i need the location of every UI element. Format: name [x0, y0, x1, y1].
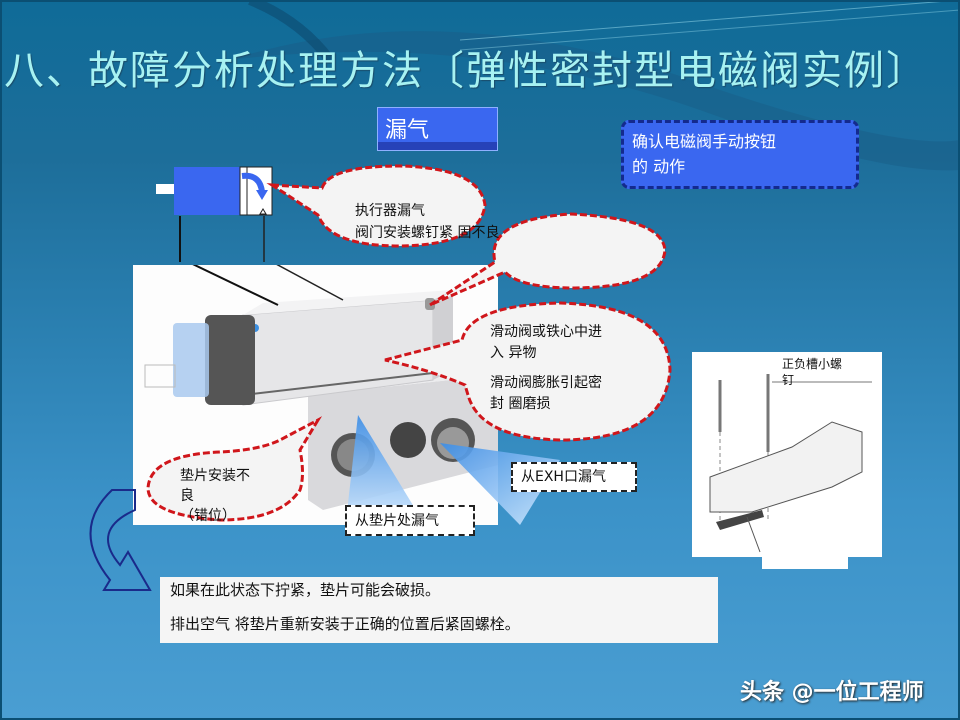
exploded-view-illustration	[709, 374, 872, 553]
callout-slide-line-1: 滑动阀或铁心中进	[490, 324, 602, 340]
screw-label: 正负槽小螺 钉	[782, 356, 862, 388]
watermark: 头条 @一位工程师	[740, 680, 924, 705]
confirm-line-1: 确认电磁阀手动按钮	[632, 132, 777, 151]
section-label-leak: 漏气	[377, 107, 498, 151]
callout-slide-valve: 滑动阀或铁心中进 入 异物 滑动阀膨胀引起密 封 圈磨损	[490, 322, 602, 415]
callout-gasket-misalignment: 垫片安装不 良 （错位）	[180, 466, 250, 526]
callout-gasket-line-2: 良	[180, 488, 194, 504]
exh-leak-note: 从EXH口漏气	[511, 462, 637, 492]
confirm-manual-button-note: 确认电磁阀手动按钮 的 动作	[621, 120, 859, 189]
callout-gasket-line-1: 垫片安装不	[180, 468, 250, 484]
screw-label-line-2: 钉	[782, 373, 795, 387]
section-label-text: 漏气	[385, 118, 430, 143]
callout-actuator-leak: 执行器漏气 阀门安装螺钉紧 固不良	[355, 200, 499, 244]
screw-label-line-1: 正负槽小螺	[782, 357, 843, 371]
callout-actuator-line-2: 阀门安装螺钉紧 固不良	[355, 225, 500, 241]
callout-gasket-line-3: （错位）	[180, 508, 236, 524]
callout-slide-line-4: 封 圈磨损	[490, 396, 551, 412]
callout-slide-line-3: 滑动阀膨胀引起密	[490, 375, 602, 391]
exploded-assembly-diagram: 正负槽小螺 钉	[692, 352, 882, 557]
bottom-line-2: 排出空气 将垫片重新安装于正确的位置后紧固螺栓。	[170, 615, 520, 633]
callout-slide-line-2: 入 异物	[490, 345, 537, 361]
label-underline	[378, 142, 497, 150]
actuator-symbol-icon	[156, 166, 273, 262]
diagram-tab	[762, 555, 848, 569]
gasket-leak-note: 从垫片处漏气	[345, 505, 475, 536]
callout-actuator-line-1: 执行器漏气	[355, 203, 425, 219]
bottom-line-1: 如果在此状态下拧紧，垫片可能会破损。	[170, 581, 441, 599]
confirm-line-2: 的 动作	[632, 157, 686, 176]
bottom-instruction-note: 如果在此状态下拧紧，垫片可能会破损。 排出空气 将垫片重新安装于正确的位置后紧固…	[160, 577, 718, 643]
page-title: 八、故障分析处理方法〔弹性密封型电磁阀实例〕	[4, 48, 928, 94]
